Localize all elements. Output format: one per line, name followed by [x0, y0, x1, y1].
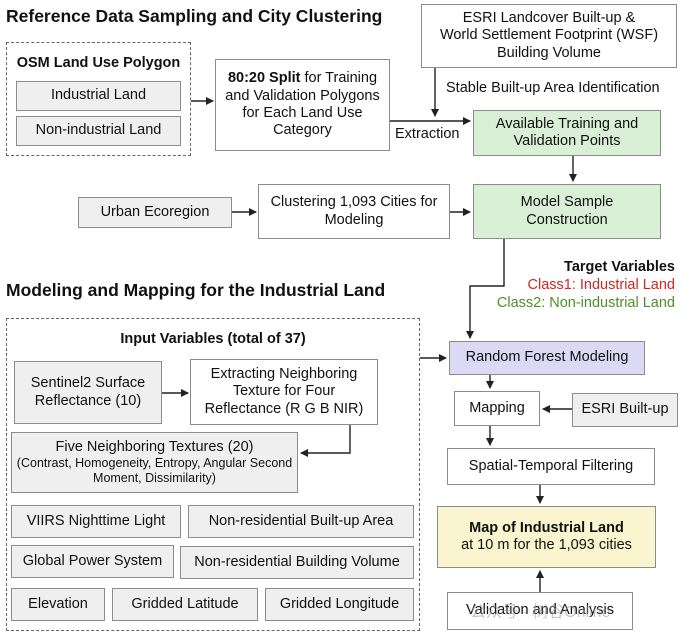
- power-system-box: Global Power System: [11, 545, 174, 578]
- model-sample-label: Model Sample Construction: [520, 194, 614, 228]
- target-variables-heading: Target Variables: [564, 259, 675, 275]
- viirs-label: VIIRS Nighttime Light: [26, 512, 166, 529]
- split-rest-label: for Training and Validation Polygons for…: [225, 70, 380, 139]
- section-title-modeling: Modeling and Mapping for the Industrial …: [6, 280, 386, 300]
- clustering-box: Clustering 1,093 Cities for Modeling: [258, 184, 450, 239]
- osm-group: [6, 42, 191, 156]
- training-points-label: Available Training and Validation Points: [495, 115, 639, 149]
- extracting-texture-box: Extracting Neighboring Texture for Four …: [190, 359, 378, 425]
- target-class2: Class2: Non-industrial Land: [496, 295, 675, 311]
- industrial-map-box: Map of Industrial Land at 10 m for the 1…: [437, 506, 656, 568]
- esri-wsf-box: ESRI Landcover Built-up & World Settleme…: [421, 4, 677, 68]
- clustering-label: Clustering 1,093 Cities for Modeling: [270, 194, 438, 228]
- mapping-label: Mapping: [469, 399, 525, 416]
- esri-wsf-line2: World Settlement Footprint (WSF): [439, 27, 659, 44]
- filtering-label: Spatial-Temporal Filtering: [468, 457, 634, 474]
- random-forest-box: Random Forest Modeling: [449, 341, 645, 375]
- industrial-map-subtitle: at 10 m for the 1,093 cities: [461, 537, 632, 553]
- urban-ecoregion-box: Urban Ecoregion: [78, 197, 232, 228]
- nonindustrial-land-label: Non-industrial Land: [35, 122, 162, 139]
- esri-wsf-line3: Building Volume: [497, 44, 601, 61]
- validation-label: Validation and Analysis: [465, 602, 615, 619]
- esri-builtup-box: ESRI Built-up: [572, 393, 678, 427]
- nonres-volume-box: Non-residential Building Volume: [180, 546, 414, 579]
- nonres-area-box: Non-residential Built-up Area: [188, 505, 414, 538]
- power-system-label: Global Power System: [22, 552, 163, 569]
- nonindustrial-land-box: Non-industrial Land: [16, 116, 181, 146]
- arrow-extracting-to-textures: [300, 425, 351, 457]
- osm-heading: OSM Land Use Polygon: [16, 55, 181, 71]
- filtering-box: Spatial-Temporal Filtering: [447, 448, 655, 485]
- esri-builtup-label: ESRI Built-up: [581, 401, 669, 418]
- split-bold-label: 80:20 Split: [227, 70, 301, 87]
- elevation-box: Elevation: [11, 588, 105, 621]
- mapping-box: Mapping: [454, 391, 540, 426]
- training-points-box: Available Training and Validation Points: [473, 110, 661, 156]
- nonres-volume-label: Non-residential Building Volume: [194, 553, 400, 570]
- textures-box: Five Neighboring Textures (20) (Contrast…: [11, 432, 298, 493]
- viirs-box: VIIRS Nighttime Light: [11, 505, 181, 538]
- section-title-sampling: Reference Data Sampling and City Cluster…: [6, 6, 383, 26]
- gridded-longitude-box: Gridded Longitude: [265, 588, 414, 621]
- industrial-map-title: Map of Industrial Land: [469, 519, 624, 536]
- extraction-label: Extraction: [395, 126, 460, 142]
- validation-box: Validation and Analysis: [447, 592, 633, 630]
- sentinel-label: Sentinel2 Surface Reflectance (10): [30, 375, 146, 409]
- esri-wsf-line1: ESRI Landcover Built-up &: [462, 9, 636, 26]
- arrow-sample-to-rf: [466, 239, 505, 339]
- target-class1: Class1: Industrial Land: [527, 277, 676, 293]
- sentinel-box: Sentinel2 Surface Reflectance (10): [14, 361, 162, 424]
- industrial-land-box: Industrial Land: [16, 81, 181, 111]
- stable-builtup-label: Stable Built-up Area Identification: [446, 80, 660, 96]
- nonres-area-label: Non-residential Built-up Area: [208, 512, 394, 529]
- watermark: 公众号 · 树谷Online: [470, 604, 611, 621]
- split-box: 80:20 Split for Training and Validation …: [215, 59, 390, 151]
- model-sample-box: Model Sample Construction: [473, 184, 661, 239]
- urban-ecoregion-label: Urban Ecoregion: [100, 203, 210, 220]
- textures-title: Five Neighboring Textures (20): [55, 438, 254, 455]
- gridded-longitude-label: Gridded Longitude: [279, 595, 400, 612]
- gridded-latitude-box: Gridded Latitude: [112, 588, 258, 621]
- textures-detail: (Contrast, Homogeneity, Entropy, Angular…: [16, 456, 293, 486]
- input-variables-group: [6, 318, 420, 631]
- extracting-texture-label: Extracting Neighboring Texture for Four …: [204, 365, 364, 417]
- input-variables-heading: Input Variables (total of 37): [120, 331, 306, 347]
- elevation-label: Elevation: [28, 595, 88, 612]
- industrial-land-label: Industrial Land: [50, 87, 147, 104]
- gridded-latitude-label: Gridded Latitude: [131, 595, 239, 612]
- random-forest-label: Random Forest Modeling: [465, 349, 629, 366]
